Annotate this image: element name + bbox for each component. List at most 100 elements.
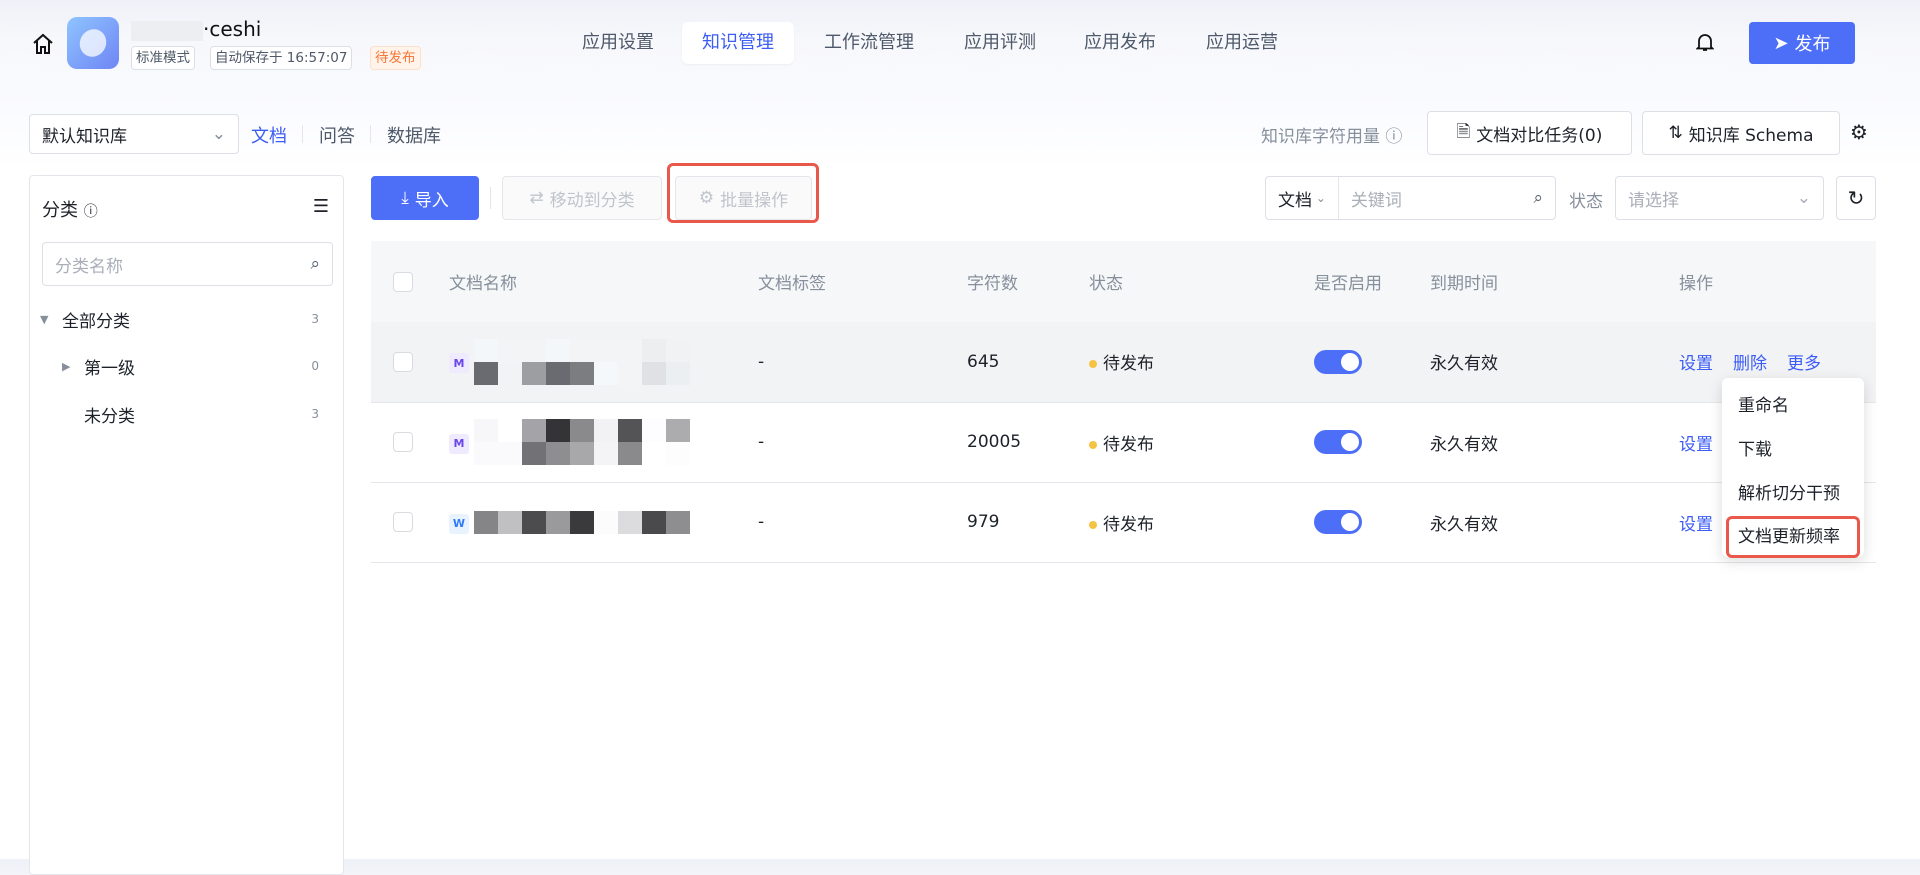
- menu-item-update-frequency[interactable]: 文档更新频率: [1726, 516, 1860, 558]
- import-label: 导入: [414, 190, 449, 211]
- nav-knowledge[interactable]: 知识管理: [682, 22, 794, 64]
- divider: [370, 125, 371, 143]
- expire-time: 永久有效: [1430, 482, 1658, 563]
- enable-toggle[interactable]: [1314, 510, 1362, 534]
- tab-database[interactable]: 数据库: [387, 126, 441, 147]
- tab-docs[interactable]: 文档: [251, 126, 287, 147]
- nav-evaluation[interactable]: 应用评测: [964, 32, 1036, 53]
- status-placeholder: 请选择: [1628, 190, 1679, 211]
- import-button[interactable]: ⤓导入: [371, 176, 479, 220]
- enable-toggle[interactable]: [1314, 349, 1362, 374]
- menu-item-rename[interactable]: 重命名: [1738, 396, 1789, 416]
- status-select[interactable]: 请选择 ⌄: [1615, 176, 1824, 220]
- markdown-file-icon: M: [449, 353, 469, 374]
- expire-time: 永久有效: [1430, 322, 1658, 403]
- divider: [302, 125, 303, 143]
- doc-tag: -: [758, 482, 967, 563]
- refresh-icon: ↻: [1847, 186, 1865, 210]
- chevron-down-icon: ⌄: [1796, 188, 1811, 208]
- word-file-icon: W: [449, 513, 469, 534]
- status-text: 待发布: [1103, 514, 1154, 535]
- table-row[interactable]: M - 645 待发布 永久有效 设置删除更多: [371, 322, 1876, 403]
- markdown-file-icon: M: [449, 433, 469, 454]
- settings-link[interactable]: 设置: [1679, 514, 1713, 535]
- help-icon: ⓘ: [1385, 127, 1403, 147]
- kb-selected: 默认知识库: [42, 126, 127, 147]
- status-text: 待发布: [1103, 434, 1154, 455]
- bell-icon[interactable]: [1696, 32, 1714, 52]
- doc-type-select[interactable]: 文档 ⌄: [1266, 177, 1339, 219]
- row-checkbox[interactable]: [393, 351, 413, 372]
- tree-count: 3: [311, 407, 319, 421]
- help-icon: ⓘ: [83, 204, 98, 220]
- header-actions: 操作: [1658, 241, 1876, 322]
- compare-task-button[interactable]: 🗎文档对比任务(0): [1427, 111, 1632, 155]
- search-icon: ⌕: [310, 254, 320, 274]
- app-title-text: ·ceshi: [203, 17, 262, 41]
- collapse-icon[interactable]: ☰: [312, 196, 329, 217]
- row-checkbox[interactable]: [393, 512, 413, 532]
- tab-qa[interactable]: 问答: [319, 126, 355, 147]
- status-cell: 待发布: [1089, 322, 1314, 403]
- refresh-button[interactable]: ↻: [1836, 176, 1876, 220]
- usage-text: 知识库字符用量: [1261, 127, 1380, 147]
- doc-tag: -: [758, 402, 967, 483]
- autosave-tag: 自动保存于 16:57:07: [210, 46, 353, 70]
- keyword-search-group[interactable]: 文档 ⌄ 关键词 ⌕: [1265, 176, 1556, 220]
- menu-item-parse-intervention[interactable]: 解析切分干预: [1738, 484, 1840, 504]
- app-logo: [67, 17, 119, 69]
- status-tag: 待发布: [370, 46, 421, 70]
- document-table: 文档名称 文档标签 字符数 状态 是否启用 到期时间 操作 M - 645 待发…: [371, 241, 1876, 563]
- select-all-checkbox[interactable]: [393, 271, 413, 292]
- move-to-category-button[interactable]: ⇄移动到分类: [502, 176, 662, 220]
- nav-operation[interactable]: 应用运营: [1206, 32, 1278, 53]
- search-placeholder: 分类名称: [55, 256, 123, 277]
- search-icon[interactable]: ⌕: [1533, 188, 1543, 208]
- char-usage-label[interactable]: 知识库字符用量 ⓘ: [1261, 122, 1402, 147]
- delete-link[interactable]: 删除: [1733, 354, 1767, 375]
- highlight-box: [667, 163, 819, 223]
- settings-link[interactable]: 设置: [1679, 434, 1713, 455]
- tree-label: 全部分类: [62, 311, 130, 332]
- sidebar-title: 分类 ⓘ: [42, 196, 98, 222]
- header-chars: 字符数: [967, 241, 1089, 322]
- more-link[interactable]: 更多: [1787, 354, 1821, 375]
- nav-workflow[interactable]: 工作流管理: [824, 32, 914, 53]
- nav-app-settings[interactable]: 应用设置: [582, 32, 654, 53]
- document-icon: 🗎: [1456, 121, 1471, 142]
- char-count: 979: [967, 482, 1089, 563]
- header-tags: 文档标签: [758, 241, 967, 322]
- knowledge-base-select[interactable]: 默认知识库 ⌄: [29, 114, 239, 154]
- schema-button[interactable]: ⇅知识库 Schema: [1642, 111, 1840, 155]
- gear-icon[interactable]: ⚙: [1850, 120, 1868, 144]
- settings-link[interactable]: 设置: [1679, 354, 1713, 375]
- enable-toggle[interactable]: [1314, 430, 1362, 454]
- table-row[interactable]: M - 20005 待发布 永久有效 设置: [371, 402, 1876, 483]
- menu-item-download[interactable]: 下载: [1738, 440, 1772, 460]
- redacted-filename: [474, 338, 691, 385]
- char-count: 645: [967, 322, 1089, 403]
- mode-tag: 标准模式: [131, 46, 195, 70]
- table-row[interactable]: W - 979 待发布 永久有效 设置: [371, 482, 1876, 563]
- keyword-input[interactable]: 关键词: [1350, 190, 1402, 211]
- batch-operation-button[interactable]: ⚙批量操作: [675, 176, 812, 220]
- status-dot: [1089, 440, 1097, 449]
- status-cell: 待发布: [1089, 482, 1314, 563]
- category-search-input[interactable]: 分类名称 ⌕: [42, 242, 333, 286]
- chevron-down-icon: ⌄: [211, 124, 226, 144]
- table-header: 文档名称 文档标签 字符数 状态 是否启用 到期时间 操作: [371, 241, 1876, 322]
- nav-release[interactable]: 应用发布: [1084, 32, 1156, 53]
- status-filter-label: 状态: [1569, 192, 1603, 212]
- status-dot: [1089, 360, 1097, 369]
- publish-button[interactable]: ➤发布: [1749, 22, 1855, 64]
- row-checkbox[interactable]: [393, 432, 413, 452]
- chevron-down-icon: ⌄: [1312, 191, 1326, 205]
- schema-label: 知识库 Schema: [1688, 125, 1814, 146]
- char-count: 20005: [967, 402, 1089, 483]
- header-enabled: 是否启用: [1314, 241, 1430, 322]
- home-icon[interactable]: [31, 32, 55, 56]
